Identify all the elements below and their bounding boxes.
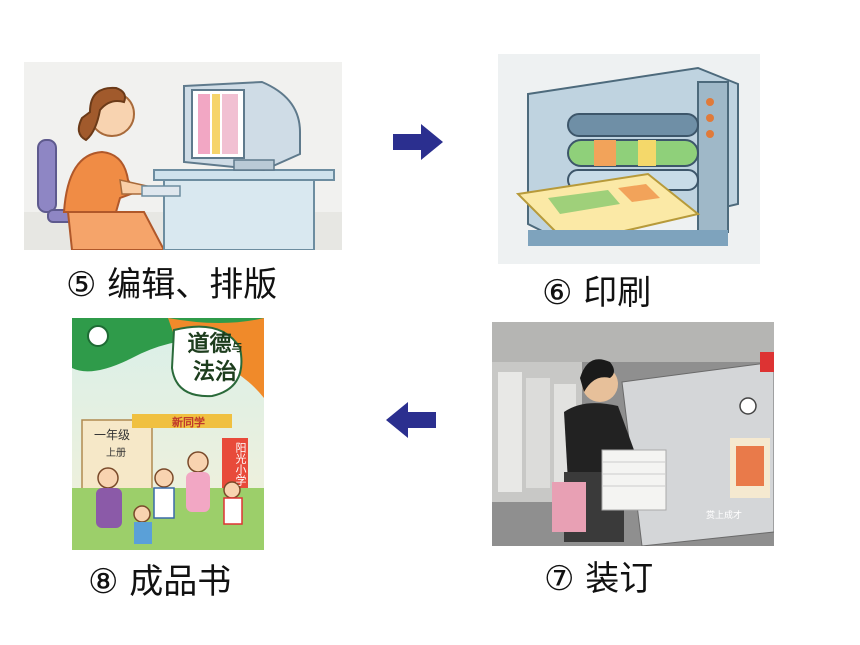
step-6-number: ⑥: [542, 273, 573, 313]
step-8-caption: ⑧ 成品书: [88, 565, 231, 599]
step-8-number: ⑧: [88, 562, 119, 602]
book-title-small: 与: [231, 341, 243, 354]
editing-illustration: [24, 62, 342, 250]
book-banner: 新同学: [172, 416, 205, 429]
watermark-text: 赏上成才: [706, 511, 743, 521]
binding-photo: 赏上成才: [492, 322, 774, 546]
book-title-line2: 法治: [192, 359, 237, 385]
step-7-number: ⑦: [544, 559, 575, 599]
book-cover-image: 道德与 法治 一年级 上册 新同学 阳光小学: [72, 318, 264, 550]
book-title-line1: 道德: [187, 331, 232, 357]
step-7-caption: ⑦ 装订: [544, 562, 653, 596]
step-8-label: 成品书: [129, 562, 232, 602]
step-5-number: ⑤: [66, 265, 97, 305]
book-grade: 一年级: [94, 428, 131, 442]
book-volume: 上册: [106, 448, 126, 459]
printing-illustration: [498, 54, 760, 264]
step-6-label: 印刷: [583, 273, 652, 313]
step-7-label: 装订: [585, 559, 654, 599]
arrow-right-icon: [393, 124, 443, 160]
step-6-caption: ⑥ 印刷: [542, 276, 651, 310]
step-5-caption: ⑤ 编辑、排版: [66, 268, 277, 302]
step-5-label: 编辑、排版: [107, 265, 278, 305]
book-title: 道德与 法治: [180, 332, 250, 384]
school-sign: 阳光小学: [234, 442, 247, 486]
arrow-left-icon: [386, 402, 436, 438]
